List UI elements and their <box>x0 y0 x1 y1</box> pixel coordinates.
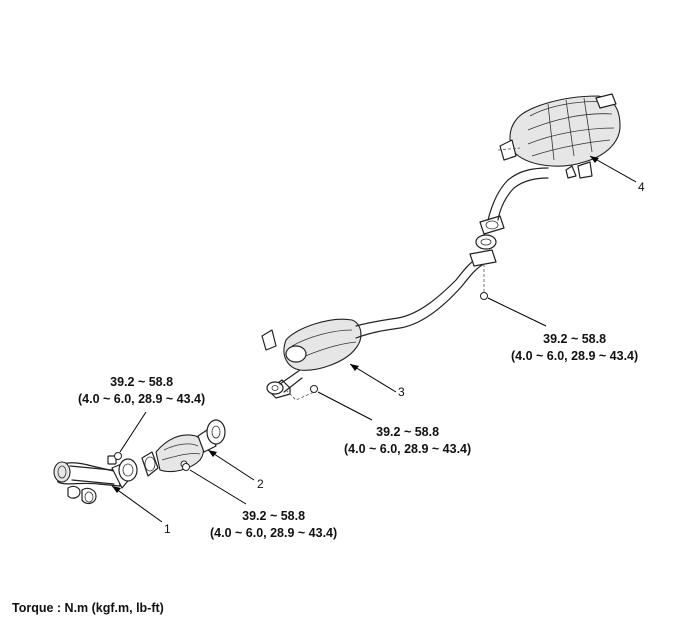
callout-4: 4 <box>638 180 645 194</box>
gasket-front <box>118 458 138 482</box>
torque-nm: 39.2 ~ 58.8 <box>110 375 174 389</box>
torque-alt-units: (4.0 ~ 6.0, 28.9 ~ 43.4) <box>210 526 338 540</box>
torque-spec-catalytic-converter: 39.2 ~ 58.8 (4.0 ~ 6.0, 28.9 ~ 43.4) <box>210 508 337 542</box>
torque-spec-front-pipe: 39.2 ~ 58.8 (4.0 ~ 6.0, 28.9 ~ 43.4) <box>78 374 205 408</box>
leader-torque-4 <box>487 297 547 327</box>
leader-callout-2 <box>207 449 255 481</box>
leader-torque-1 <box>119 411 147 453</box>
torque-alt-units: (4.0 ~ 6.0, 28.9 ~ 43.4) <box>344 442 472 456</box>
rear-muffler <box>479 93 621 235</box>
torque-spec-center-muffler: 39.2 ~ 58.8 (4.0 ~ 6.0, 28.9 ~ 43.4) <box>344 424 471 458</box>
flange-nut-1 <box>114 452 122 460</box>
leader-callout-1 <box>111 485 163 523</box>
gasket-rear <box>475 234 497 250</box>
torque-alt-units: (4.0 ~ 6.0, 28.9 ~ 43.4) <box>511 349 639 363</box>
leader-callout-4 <box>589 155 637 183</box>
torque-nm: 39.2 ~ 58.8 <box>242 509 306 523</box>
callout-1: 1 <box>164 522 171 536</box>
flange-nut-3 <box>310 385 318 393</box>
torque-spec-rear-muffler: 39.2 ~ 58.8 (4.0 ~ 6.0, 28.9 ~ 43.4) <box>511 331 638 365</box>
center-muffler <box>261 249 497 399</box>
leader-torque-3 <box>317 391 373 421</box>
flange-nut-4 <box>480 292 488 300</box>
torque-nm: 39.2 ~ 58.8 <box>376 425 440 439</box>
torque-alt-units: (4.0 ~ 6.0, 28.9 ~ 43.4) <box>78 392 206 406</box>
callout-2: 2 <box>257 477 264 491</box>
callout-3: 3 <box>398 385 405 399</box>
torque-nm: 39.2 ~ 58.8 <box>543 332 607 346</box>
torque-unit-legend: Torque : N.m (kgf.m, lb-ft) <box>12 601 164 615</box>
flange-nut-2 <box>182 463 190 471</box>
leader-torque-2 <box>189 469 247 505</box>
leader-callout-3 <box>349 363 397 393</box>
